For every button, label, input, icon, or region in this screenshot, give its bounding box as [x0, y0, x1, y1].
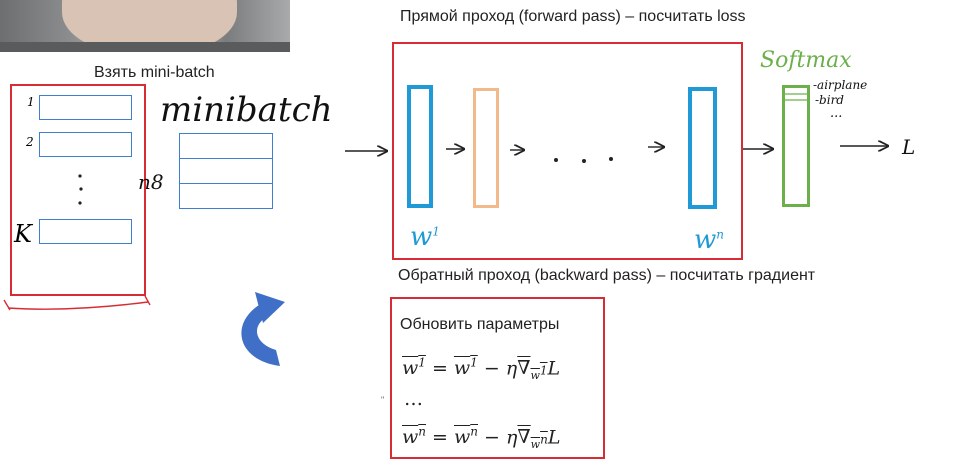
- class-airplane: -airplane: [813, 78, 868, 92]
- weight-w1-label: w1: [410, 222, 440, 252]
- update-formula-ellipsis: …: [404, 388, 423, 410]
- dataset-row-1: [39, 95, 132, 120]
- cycle-arrow-icon: [241, 292, 285, 366]
- batch-size-n8: n8: [138, 170, 164, 194]
- row-number-1: 1: [27, 95, 35, 109]
- softmax-layer: [782, 85, 810, 207]
- class-ellipsis: ...: [830, 106, 843, 121]
- update-params-label: Обновить параметры: [400, 316, 560, 333]
- backward-pass-label: Обратный проход (backward pass) – посчит…: [398, 267, 816, 284]
- dataset-box: [10, 84, 146, 296]
- row-number-2: 2: [26, 135, 34, 149]
- webcam-feed: [0, 0, 290, 52]
- take-minibatch-label: Взять mini-batch: [94, 64, 215, 81]
- dataset-row-2: [39, 132, 132, 157]
- forward-pass-label: Прямой проход (forward pass) – посчитать…: [400, 8, 746, 25]
- layer-ellipsis-dots: [554, 157, 613, 163]
- softmax-class-rows: [785, 93, 808, 101]
- softmax-label: Softmax: [760, 48, 852, 73]
- loss-label: L: [902, 135, 916, 159]
- layer-last: [688, 87, 717, 209]
- minibatch-row-3: [179, 183, 273, 209]
- network-box: [392, 42, 743, 260]
- weight-wn-label: wn: [694, 225, 724, 255]
- update-formula-w1: w1 = w1 − η∇w1L: [402, 356, 561, 383]
- stray-mark: ": [381, 395, 384, 405]
- dataset-row-k: [39, 219, 132, 244]
- layer-first: [407, 85, 433, 208]
- layer-hidden: [473, 88, 499, 208]
- presenter-shirt: [0, 42, 290, 52]
- class-bird: -bird: [815, 93, 844, 107]
- dataset-vertical-dots: [78, 174, 83, 205]
- flow-arrows: [345, 146, 888, 151]
- minibatch-handwritten: minibatch: [160, 90, 333, 130]
- update-formula-wn: wn = wn − η∇wnL: [402, 425, 561, 452]
- dataset-underline-stroke: [3, 295, 151, 311]
- row-number-k: K: [14, 220, 32, 248]
